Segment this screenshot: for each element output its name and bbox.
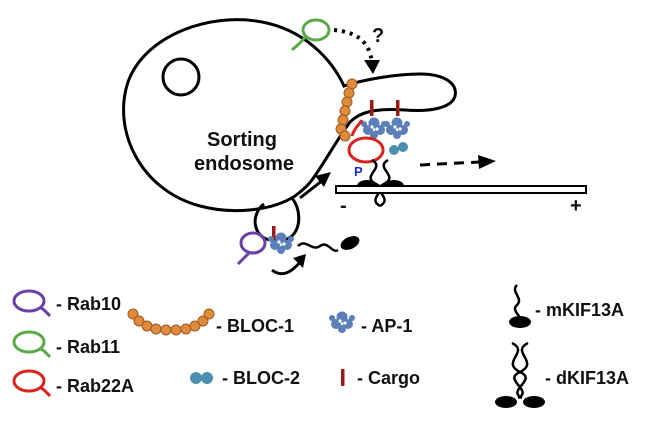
bloc2-complex — [389, 142, 408, 155]
ap1-complex — [361, 117, 387, 139]
legend-ap1-label: - AP-1 — [361, 316, 412, 336]
curved-arrow — [271, 261, 302, 276]
mkif13a-motor — [297, 236, 360, 252]
motility-arrow-head — [478, 155, 496, 169]
motility-arrow-shaft — [419, 160, 481, 167]
legend-dkif13a-symbol — [495, 341, 545, 408]
rab22a-tubule — [347, 119, 385, 164]
recruitment-arrow-head — [315, 172, 331, 187]
intraluminal-vesicle — [161, 57, 201, 97]
legend-bloc2-label: - BLOC-2 — [222, 368, 300, 388]
legend-bloc1-label: - BLOC-1 — [216, 316, 294, 336]
dotted-arrow-to-tubule — [333, 28, 374, 65]
cargo-mark — [272, 226, 276, 240]
endosome-label-line2: endosome — [194, 153, 294, 175]
legend-mkif13a-label: - mKIF13A — [535, 300, 624, 320]
rab11-top — [290, 18, 331, 52]
dotted-arrow-head — [364, 60, 380, 74]
minus-end-label: - — [340, 195, 347, 217]
legend-bloc2-symbol — [190, 372, 213, 384]
legend-mkif13a-symbol — [509, 284, 531, 328]
legend-rab11-symbol — [12, 330, 52, 359]
endosome-label-line1: Sorting — [207, 129, 277, 151]
legend: - Rab10 - Rab11 - Rab22A - BLOC-1 — [12, 284, 629, 408]
legend-cargo-label: - Cargo — [357, 368, 420, 388]
bloc1-chain — [335, 78, 358, 142]
legend-cargo-symbol — [341, 369, 345, 386]
rab10-bud — [236, 231, 267, 266]
ap1-complex — [384, 117, 410, 139]
legend-bloc1-symbol — [127, 308, 215, 336]
legend-rab10-label: - Rab10 — [56, 294, 121, 314]
phospho-label: P — [354, 164, 363, 179]
legend-rab10-symbol — [12, 289, 52, 318]
legend-rab22a-label: - Rab22A — [56, 376, 134, 396]
cargo-mark — [396, 100, 400, 116]
recruitment-arrow-shaft — [299, 178, 324, 200]
legend-rab22a-symbol — [12, 369, 52, 398]
cargo-mark — [370, 100, 374, 116]
legend-ap1-symbol — [329, 311, 355, 333]
curved-arrow-head — [293, 254, 306, 268]
endosome-membrane — [122, 18, 457, 213]
plus-end-label: + — [570, 195, 582, 217]
question-mark: ? — [372, 25, 384, 47]
dkif13a-motor — [357, 158, 404, 208]
microtubule — [335, 185, 587, 194]
legend-dkif13a-label: - dKIF13A — [545, 368, 629, 388]
legend-rab11-label: - Rab11 — [56, 337, 120, 357]
